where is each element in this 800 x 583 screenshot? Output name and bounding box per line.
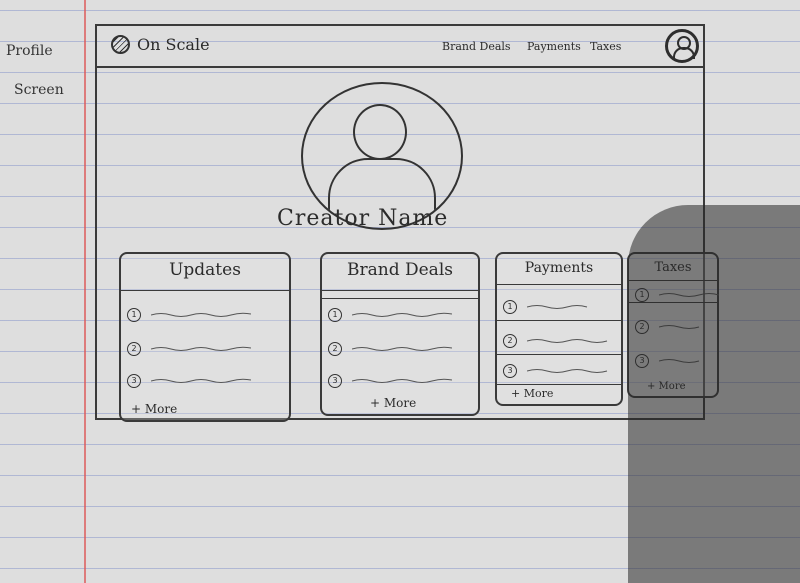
list-item[interactable]: 2 [127, 340, 283, 358]
user-avatar-icon[interactable] [665, 29, 699, 63]
scribble-text [527, 305, 588, 309]
scribble-text [659, 293, 720, 297]
profile-picture-head [353, 104, 407, 160]
taxes-card: Taxes 1 2 3 + More [627, 252, 720, 398]
divider [497, 384, 621, 385]
list-item[interactable]: 3 [328, 372, 472, 390]
divider [629, 280, 717, 281]
nav-brand-deals[interactable]: Brand Deals [442, 40, 511, 53]
item-number: 1 [127, 308, 141, 322]
item-number: 2 [635, 320, 649, 334]
profile-picture-icon[interactable] [301, 82, 463, 230]
list-item[interactable]: 2 [503, 332, 615, 350]
card-title: Payments [524, 260, 594, 276]
divider [121, 290, 289, 291]
list-item[interactable]: 1 [503, 298, 615, 316]
nav-taxes[interactable]: Taxes [590, 40, 622, 53]
item-number: 1 [635, 288, 649, 302]
item-number: 2 [503, 334, 517, 348]
side-note-screen: Screen [14, 82, 64, 98]
item-number: 1 [503, 300, 517, 314]
updates-card: Updates 1 2 3 + More [119, 252, 291, 422]
item-number: 2 [127, 342, 141, 356]
list-item[interactable]: 3 [635, 352, 711, 370]
scribble-text [527, 369, 608, 373]
avatar-body [673, 47, 695, 59]
item-number: 3 [127, 374, 141, 388]
creator-name: Creator Name [277, 206, 449, 231]
divider [497, 284, 621, 285]
divider [497, 354, 621, 355]
avatar-head [677, 36, 691, 50]
scribble-text [527, 339, 608, 343]
list-item[interactable]: 3 [503, 362, 615, 380]
payments-more-link[interactable]: + More [511, 387, 554, 400]
payments-card: Payments 1 2 3 + More [495, 252, 623, 406]
card-title: Brand Deals [347, 260, 453, 280]
screen-frame: On Scale Brand Deals Payments Taxes Crea… [95, 24, 720, 422]
list-item[interactable]: 1 [635, 286, 720, 304]
scribble-text [352, 312, 452, 317]
notebook-margin-line [84, 0, 86, 583]
top-navigation-bar: On Scale Brand Deals Payments Taxes [97, 26, 703, 68]
item-number: 1 [328, 308, 342, 322]
side-note-profile: Profile [6, 43, 53, 59]
list-item[interactable]: 2 [328, 340, 472, 358]
scribble-text [352, 378, 452, 383]
onscale-logo-icon[interactable] [111, 35, 130, 54]
divider [497, 320, 621, 321]
brand-name[interactable]: On Scale [137, 35, 210, 54]
card-title: Taxes [654, 260, 692, 275]
brand-deals-card: Brand Deals 1 2 3 + More [320, 252, 480, 416]
scribble-text [659, 359, 700, 363]
item-number: 3 [635, 354, 649, 368]
scribble-text [352, 346, 452, 351]
divider [322, 290, 478, 291]
list-item[interactable]: 3 [127, 372, 283, 390]
item-number: 3 [503, 364, 517, 378]
item-number: 3 [328, 374, 342, 388]
nav-payments[interactable]: Payments [527, 40, 581, 53]
scribble-text [151, 378, 251, 383]
list-item[interactable]: 1 [127, 306, 283, 324]
scribble-text [659, 325, 700, 329]
card-title: Updates [169, 260, 241, 280]
scribble-text [151, 346, 251, 351]
list-item[interactable]: 1 [328, 306, 472, 324]
scribble-text [151, 312, 251, 317]
list-item[interactable]: 2 [635, 318, 711, 336]
taxes-more-link[interactable]: + More [647, 381, 686, 392]
brand-deals-more-link[interactable]: + More [370, 396, 417, 410]
profile-picture-body [328, 158, 436, 228]
updates-more-link[interactable]: + More [131, 402, 178, 416]
divider [322, 298, 478, 299]
item-number: 2 [328, 342, 342, 356]
